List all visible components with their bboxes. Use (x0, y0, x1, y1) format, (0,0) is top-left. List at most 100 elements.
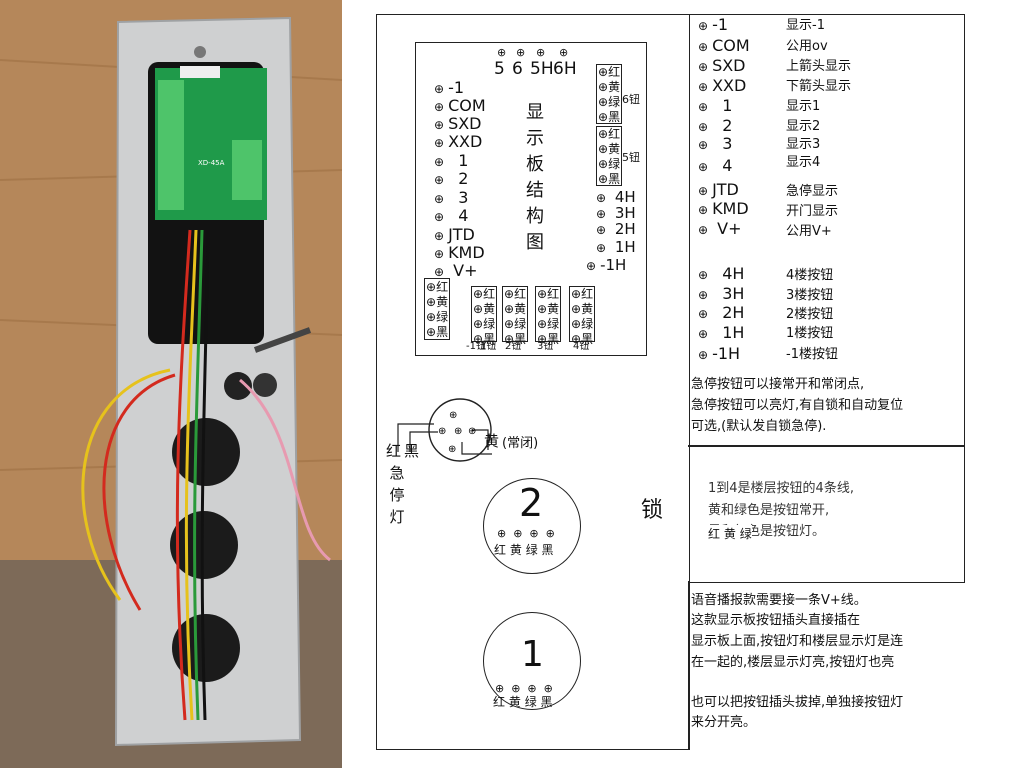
pin-icon: ⊕ (559, 46, 569, 59)
wire-list-4: ⊕红 ⊕黄 ⊕绿 ⊕黑 (571, 287, 593, 347)
estop-nc-label: (常闭) (502, 436, 539, 451)
pin-icon: ⊕ (434, 229, 445, 243)
wire-black: ⊕黑 (504, 332, 527, 346)
voice-note-6: 来分开亮。 (691, 715, 757, 730)
pin-icon: ⊕ (586, 259, 597, 273)
wire-yellow: ⊕黄 (473, 302, 496, 316)
pin-label: V+ (453, 261, 478, 280)
floor-pin-2h: ⊕ 2H (596, 222, 636, 237)
legend-desc: 显示2 (786, 119, 821, 134)
wire-yellow: ⊕黄 (504, 302, 527, 316)
legend-desc: 2楼按钮 (786, 307, 834, 322)
floor-pin-1h: ⊕ 1H (596, 240, 636, 255)
button-1-pins: ⊕ ⊕ ⊕ ⊕ (495, 682, 553, 695)
pin-label: 4 (458, 206, 469, 225)
wire-group-2 (502, 286, 528, 342)
button-1-wires: 红 黄 绿 黑 (493, 695, 553, 709)
pin-icon: ⊕ (596, 241, 607, 255)
legend-pin: ⊕COM (698, 36, 750, 55)
legend-desc: 1楼按钮 (786, 326, 834, 341)
wire-group-m1-label: -1钮 (466, 341, 486, 352)
floor-button-2 (483, 478, 581, 574)
estop-note-1: 急停按钮可以接常开和常闭点, (691, 377, 865, 392)
top-pin-5h: 5H (530, 59, 554, 79)
estop-yellow-label: 黄 (484, 432, 500, 450)
left-pin-xxd: ⊕XXD (434, 134, 482, 150)
wire-green: ⊕绿 (571, 317, 594, 331)
legend-desc: 显示1 (786, 99, 821, 114)
wire-group-5-label: 5钮 (622, 151, 640, 164)
voice-note-5: 也可以把按钮插头拔掉,单独接按钮灯 (691, 695, 904, 710)
voice-note-4: 在一起的,楼层显示灯亮,按钮灯也亮 (691, 655, 895, 670)
legend-pin: ⊕ 3H (698, 284, 745, 303)
pin-label: XXD (448, 132, 483, 151)
wire-black: ⊕黑 (473, 332, 496, 346)
pin-icon: ⊕ (434, 192, 445, 206)
legend-frame (688, 14, 965, 447)
pin-label: COM (448, 96, 486, 115)
legend-desc: 公用ov (786, 39, 828, 54)
pin-icon: ⊕ (434, 136, 445, 150)
pin-label: 4H (614, 188, 636, 206)
pin-label: 3 (458, 188, 469, 207)
title-char: 板 (526, 154, 544, 175)
legend-pin: ⊕ 2 (698, 116, 733, 135)
title-char: 示 (526, 128, 544, 149)
wire-list-2: ⊕红 ⊕黄 ⊕绿 ⊕黑 (504, 287, 526, 347)
legend-desc: -1楼按钮 (786, 347, 838, 362)
board-label: XD-45A (198, 159, 225, 167)
wire-black: ⊕黑 (571, 332, 594, 346)
pin-label: JTD (448, 225, 475, 244)
left-pin-2: ⊕ 2 (434, 171, 468, 187)
legend-pin: ⊕ 1H (698, 323, 745, 342)
svg-text:⊕: ⊕ (449, 410, 457, 421)
wire-red: ⊕红 (537, 287, 560, 301)
wire-black: ⊕黑 (598, 172, 621, 186)
wire-group-6 (596, 64, 622, 124)
pin-label: 3H (614, 204, 636, 222)
legend-desc: 开门显示 (786, 204, 839, 219)
pin-label: 1H (614, 238, 636, 256)
left-pin-com: ⊕COM (434, 98, 486, 114)
wire-list-m1: ⊕红 ⊕黄 ⊕绿 ⊕黑 (426, 280, 448, 340)
pin-label: -1H (600, 256, 627, 274)
title-char: 结 (526, 180, 544, 201)
wire-yellow: ⊕黄 (598, 80, 621, 94)
pin-icon: ⊕ (434, 155, 445, 169)
pin-icon: ⊕ (596, 191, 607, 205)
wire-list-6: ⊕红 ⊕黄 ⊕绿 ⊕黑 (598, 65, 620, 125)
pin-icon: ⊕ (536, 46, 546, 59)
wire-list-1: ⊕红 ⊕黄 ⊕绿 ⊕黑 (473, 287, 495, 347)
floor-pin-3h: ⊕ 3H (596, 206, 636, 221)
wire-black: ⊕黑 (537, 332, 560, 346)
legend-pin: ⊕SXD (698, 56, 746, 75)
svg-text:⊕: ⊕ (448, 444, 456, 455)
estop-note-3: 可选,(默认发自锁急停). (691, 419, 827, 434)
legend-desc: 显示4 (786, 155, 821, 170)
wire-note-1: 1到4是楼层按钮的4条线, (708, 481, 854, 496)
wire-green: ⊕绿 (598, 95, 621, 109)
wire-yellow: ⊕黄 (598, 142, 621, 156)
pin-icon: ⊕ (434, 247, 445, 261)
legend-pin: ⊕ 4H (698, 264, 745, 283)
wire-yellow: ⊕黄 (537, 302, 560, 316)
legend-pin: ⊕ V+ (698, 219, 742, 238)
legend-pin: ⊕-1H (698, 344, 741, 363)
pin-label: 1 (458, 151, 469, 170)
title-char: 图 (526, 232, 544, 253)
wire-legend-inline: 红 黄 绿 (708, 525, 752, 542)
pin-icon: ⊕ (434, 82, 445, 96)
pin-icon: ⊕ (434, 173, 445, 187)
pin-icon: ⊕ (434, 118, 445, 132)
wire-group-6-label: 6钮 (622, 93, 640, 106)
voice-note-3: 显示板上面,按钮灯和楼层显示灯是连 (691, 634, 904, 649)
left-pin-4: ⊕ 4 (434, 208, 468, 224)
pin-icon: ⊕ (596, 207, 607, 221)
wire-green: ⊕绿 (473, 317, 496, 331)
wire-group-m1 (424, 278, 450, 340)
wire-green: ⊕绿 (426, 310, 449, 324)
legend-pin: ⊕KMD (698, 199, 749, 218)
pin-label: KMD (448, 243, 485, 262)
legend-desc: 4楼按钮 (786, 268, 834, 283)
wire-black: ⊕黑 (598, 110, 621, 124)
